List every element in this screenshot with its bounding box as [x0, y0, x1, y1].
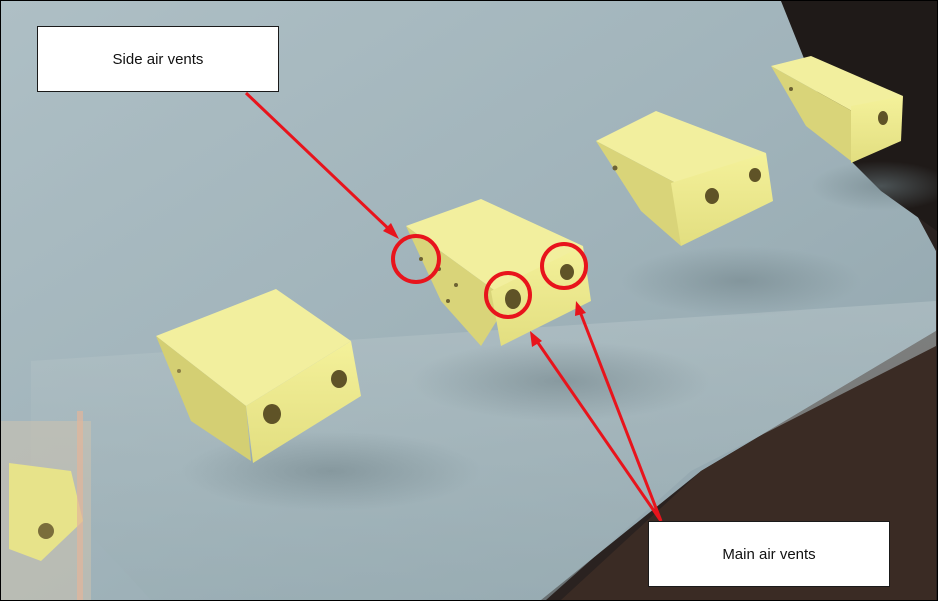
- block-4: [771, 56, 903, 163]
- block-2: [406, 199, 591, 346]
- main-vents-label: Main air vents: [722, 545, 816, 563]
- annotation-overlay: [244, 91, 663, 522]
- side-vents-label-box: Side air vents: [37, 26, 279, 92]
- side-vents-label: Side air vents: [112, 50, 204, 68]
- block-3: [596, 111, 773, 246]
- main-vents-label-box: Main air vents: [648, 521, 890, 587]
- block-1: [156, 289, 361, 463]
